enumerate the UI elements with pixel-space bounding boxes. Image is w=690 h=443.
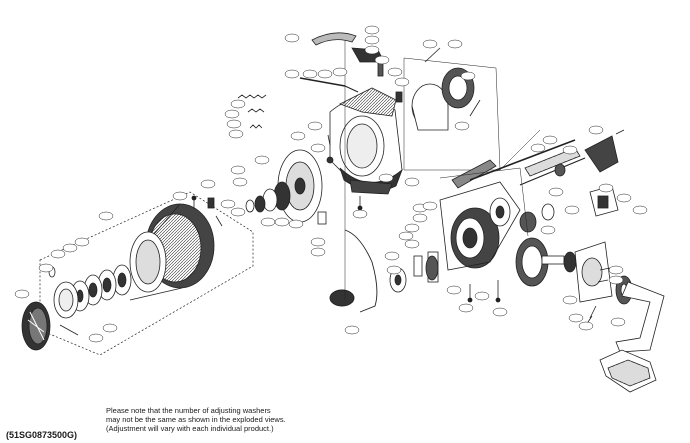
- spool-cap: [21, 301, 51, 351]
- rotor-plate-group: [245, 134, 334, 225]
- bail-wire: [329, 40, 378, 313]
- note-line-1: Please note that the number of adjusting…: [106, 406, 271, 415]
- part-code: (51SG0873500G): [6, 430, 78, 440]
- adjusting-washer-note: Please note that the number of adjusting…: [106, 406, 286, 434]
- spool-group: [39, 191, 254, 356]
- spool-group-outline: [39, 191, 254, 356]
- note-line-3: (Adjustment will vary with each individu…: [106, 424, 274, 434]
- body-group: [389, 129, 625, 329]
- note-line-2: may not be the same as shown in the expl…: [106, 415, 286, 425]
- part-label-bubbles: [14, 25, 648, 343]
